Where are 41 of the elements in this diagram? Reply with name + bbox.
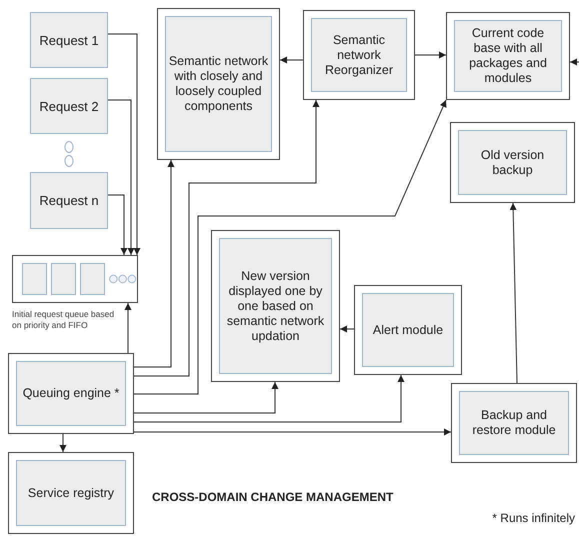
- arrow: [414, 52, 446, 58]
- process-frame: [451, 383, 577, 463]
- process-frame: [8, 452, 134, 534]
- process-frame: [303, 10, 415, 100]
- process-box: Old version backup: [458, 130, 567, 195]
- process-box: Service registry: [16, 460, 126, 526]
- arrow: [570, 58, 579, 66]
- arrow: [108, 34, 140, 256]
- node-caption: Initial request queue based on priority and FIFO: [12, 309, 116, 330]
- arrow: [60, 434, 66, 452]
- arrow: [510, 202, 518, 384]
- process-box: Queuing engine *: [16, 361, 126, 426]
- queue-box: [12, 255, 138, 303]
- request-box: Request 2: [30, 78, 108, 134]
- arrow: [340, 326, 354, 332]
- arrow: [134, 382, 278, 414]
- process-box: Semantic network with closely and loosely coupled components: [165, 16, 272, 152]
- process-frame: [157, 8, 280, 160]
- arrow: [134, 374, 404, 422]
- arrow: [108, 100, 134, 256]
- arrow: [134, 100, 446, 394]
- diagram-title: CROSS-DOMAIN CHANGE MANAGEMENT: [152, 490, 394, 504]
- process-box: Alert module: [362, 293, 454, 367]
- arrow: [280, 56, 304, 64]
- process-frame: [354, 285, 462, 375]
- process-box: Semantic network Reorganizer: [311, 18, 407, 92]
- request-box: Request 1: [30, 12, 108, 68]
- footnote: * Runs infinitely: [492, 511, 575, 525]
- arrow: [124, 302, 132, 354]
- process-box: New version displayed one by one based on semantic network updation: [219, 238, 332, 374]
- process-frame: [211, 230, 340, 382]
- arrow: [134, 100, 320, 376]
- process-box: Backup and restore module: [459, 391, 569, 455]
- process-frame: [446, 12, 570, 100]
- request-box: Request n: [30, 172, 108, 229]
- process-frame: [8, 353, 134, 434]
- arrow: [108, 194, 128, 256]
- process-frame: [450, 122, 575, 203]
- process-box: Current code base with all packages and modules: [454, 20, 562, 92]
- arrow: [134, 428, 452, 436]
- arrow: [134, 160, 174, 368]
